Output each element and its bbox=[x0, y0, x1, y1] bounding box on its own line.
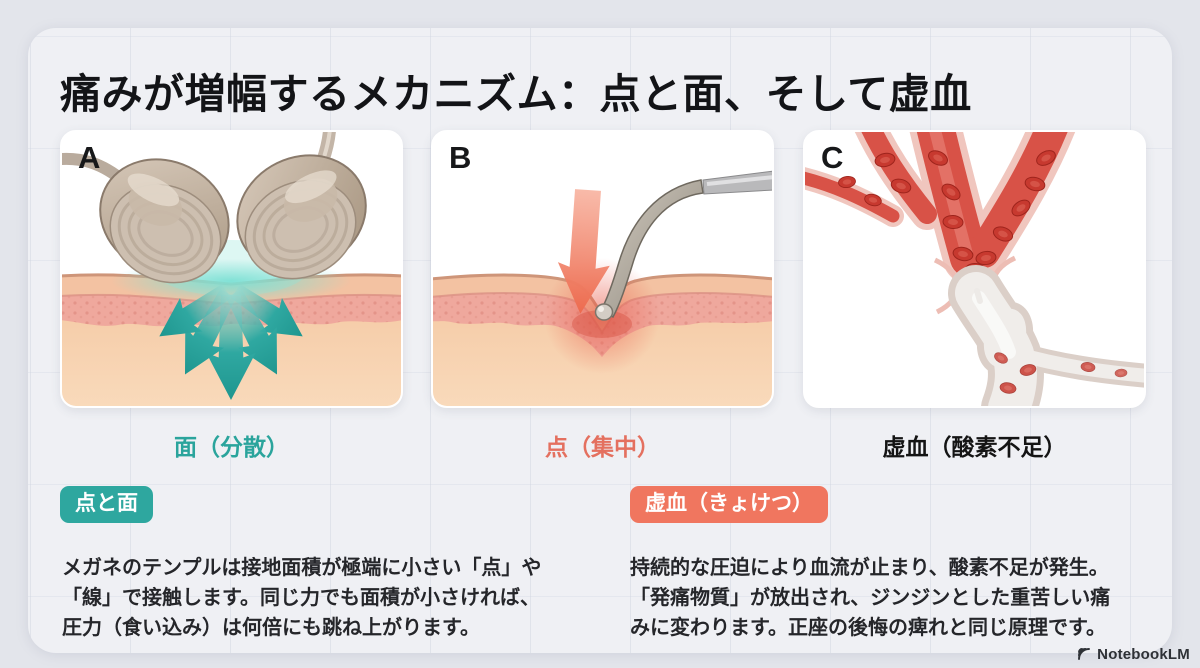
ischemia-line-3: みに変わります。正座の後悔の痺れと同じ原理です。 bbox=[630, 617, 1106, 639]
point-surface-line-1: メガネのテンプルは接地面積が極端に小さい「点」や bbox=[62, 557, 542, 579]
panel-a-label: A bbox=[78, 140, 101, 175]
ischemia-line-2: 「発痛物質」が放出され、ジンジンとした重苦しい痛 bbox=[630, 587, 1111, 609]
brand-footer: NotebookLM bbox=[1076, 644, 1190, 664]
ischemia-description: 持続的な圧迫により血流が止まり、酸素不足が発生。 「発痛物質」が放出され、ジンジ… bbox=[630, 553, 1182, 643]
panel-a-dispersed-pressure: A bbox=[60, 130, 403, 408]
infographic-card: 痛みが増幅するメカニズム：点と面、そして虚血 bbox=[28, 28, 1172, 653]
panel-c-caption: 虚血（酸素不足） bbox=[882, 434, 1067, 460]
headphones-dispersed-pressure-illustration bbox=[62, 132, 401, 406]
ischemia-line-1: 持続的な圧迫により血流が止まり、酸素不足が発生。 bbox=[630, 557, 1109, 579]
panel-c-ischemia: C bbox=[803, 130, 1146, 408]
panel-b-concentrated-pressure: B bbox=[431, 130, 774, 408]
panel-b-caption: 点（集中） bbox=[545, 434, 660, 460]
brand-name: NotebookLM bbox=[1097, 645, 1190, 663]
point-surface-description: メガネのテンプルは接地面積が極端に小さい「点」や 「線」で接触します。同じ力でも… bbox=[62, 553, 614, 643]
panel-b-label: B bbox=[449, 140, 472, 175]
point-surface-line-3: 圧力（食い込み）は何倍にも跳ね上がります。 bbox=[62, 617, 480, 639]
page-title: 痛みが増幅するメカニズム：点と面、そして虚血 bbox=[60, 71, 972, 118]
notebooklm-logo-icon bbox=[1078, 648, 1091, 660]
temple-tip-concentrated-pressure-illustration bbox=[433, 170, 772, 406]
point-surface-line-2: 「線」で接触します。同じ力でも面積が小さければ、 bbox=[62, 587, 540, 609]
blood-vessel-constriction-illustration bbox=[805, 132, 1144, 406]
point-surface-badge: 点と面 bbox=[60, 486, 153, 524]
ischemia-badge: 虚血（きょけつ） bbox=[630, 486, 828, 524]
panel-a-caption: 面（分散） bbox=[174, 434, 289, 460]
panel-c-label: C bbox=[821, 140, 844, 175]
